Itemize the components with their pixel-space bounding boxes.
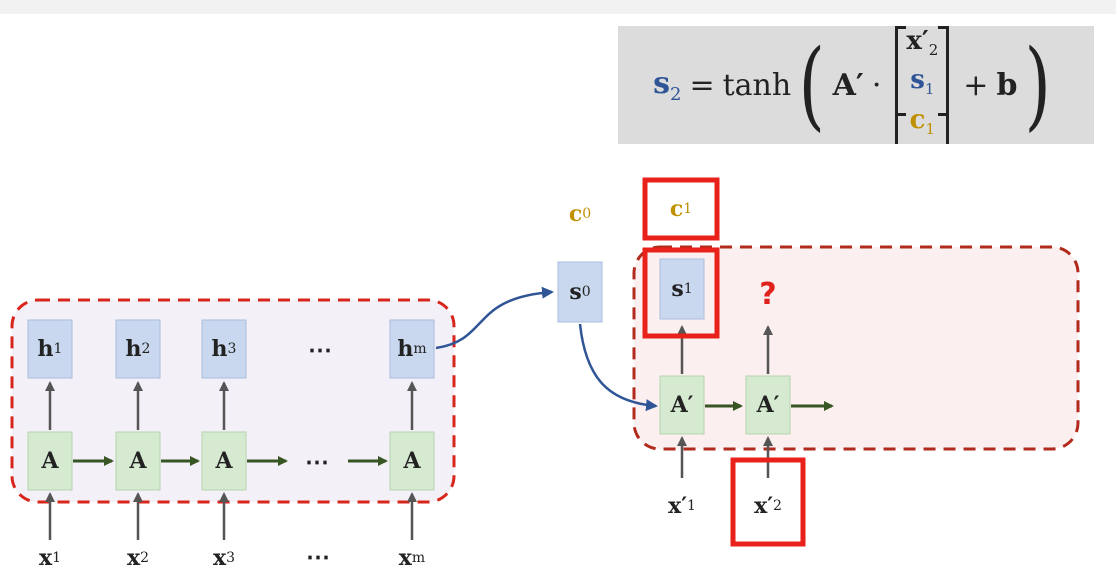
s1-box xyxy=(659,258,705,320)
update-formula: s2 = tanh ( A′ · x′2 s1 c1 + b ) xyxy=(618,26,1094,144)
decoder-cell-box-2 xyxy=(745,375,791,435)
input-ellipsis: ⋯ xyxy=(306,541,332,571)
formula-tanh: tanh xyxy=(722,67,792,103)
hidden-ellipsis: ⋯ xyxy=(308,334,334,364)
unknown-output-mark: ? xyxy=(759,276,777,312)
hidden-box-1 xyxy=(27,319,73,379)
decoder-region xyxy=(632,245,1080,451)
cell-label-m: A xyxy=(403,448,421,474)
formula-equals: = xyxy=(689,67,715,103)
hidden-box-m xyxy=(389,319,435,379)
decoder-input-label-2: x′2 xyxy=(754,493,782,519)
decoder-cell-box-1 xyxy=(659,375,705,435)
decoder-cell-label-2: A′ xyxy=(756,392,780,418)
context-arrow-s0-decoder xyxy=(578,323,658,412)
formula-vector-s: s1 xyxy=(910,65,935,99)
context-arrow-hm-s0 xyxy=(435,286,554,350)
cell-box-2 xyxy=(115,431,161,491)
formula-panel: s2 = tanh ( A′ · x′2 s1 c1 + b ) xyxy=(618,26,1094,144)
formula-lhs: s2 xyxy=(653,65,682,105)
formula-vector-c: c1 xyxy=(909,104,936,138)
cell-label-1: A xyxy=(41,448,59,474)
highlight-s1 xyxy=(642,247,720,339)
hidden-box-3 xyxy=(201,319,247,379)
cell-label-3: A xyxy=(215,448,233,474)
formula-vector-x: x′2 xyxy=(906,26,939,60)
formula-right-paren: ) xyxy=(1025,29,1052,141)
formula-dot: · xyxy=(871,67,882,103)
formula-vector: x′2 s1 c1 xyxy=(895,26,950,144)
formula-left-paren: ( xyxy=(798,29,826,141)
cell-box-3 xyxy=(201,431,247,491)
highlight-x2 xyxy=(730,457,806,547)
formula-plus: + xyxy=(963,67,989,103)
formula-bias: b xyxy=(996,67,1018,103)
decoder-cell-label-1: A′ xyxy=(670,392,694,418)
hidden-box-2 xyxy=(115,319,161,379)
cell-label-2: A xyxy=(129,448,147,474)
formula-matrix-name: A′ xyxy=(832,67,864,103)
s0-box xyxy=(557,261,603,323)
cell-box-m xyxy=(389,431,435,491)
cell-ellipsis: ⋯ xyxy=(305,446,331,476)
decoder-input-label-1: x′1 xyxy=(668,493,696,519)
cell-box-1 xyxy=(27,431,73,491)
highlight-c1 xyxy=(642,177,720,241)
top-strip xyxy=(0,0,1116,14)
